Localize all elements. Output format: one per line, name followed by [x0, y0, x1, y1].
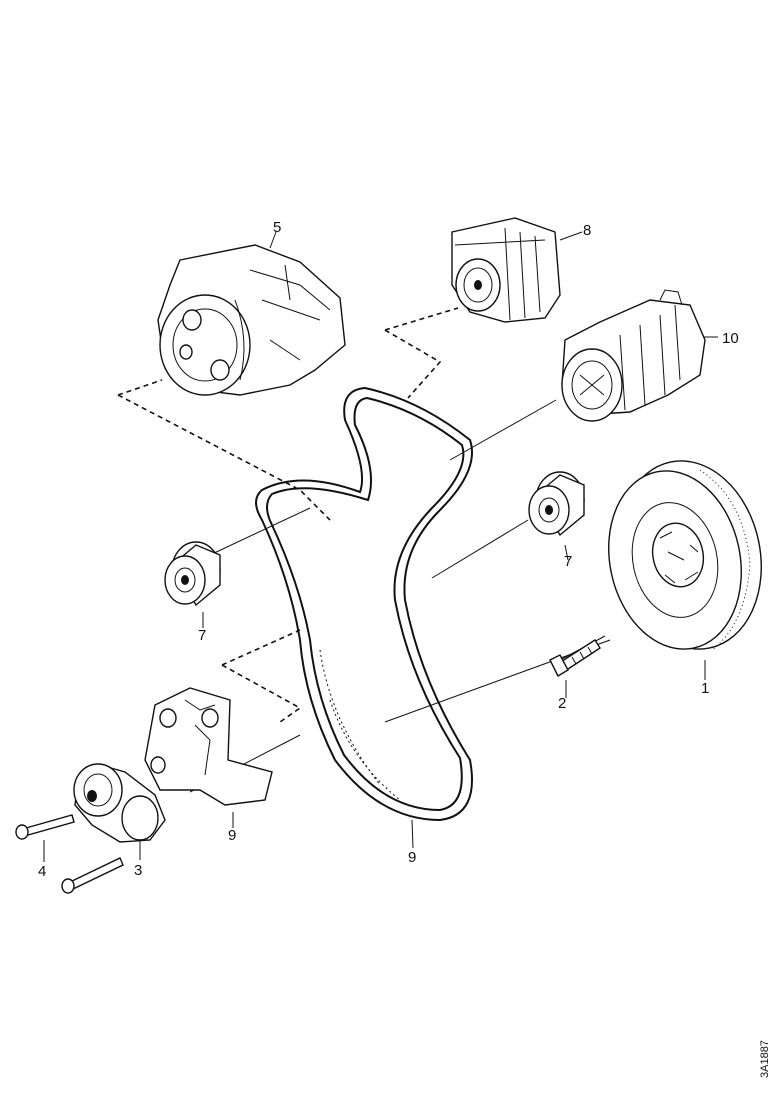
callout-7-left: 7: [198, 627, 206, 644]
reference-code: 3A1887: [759, 1040, 771, 1078]
callout-1: 1: [701, 680, 709, 697]
callout-labels: 1 2 3 4 5 7 7 8 9 9 10: [38, 219, 739, 880]
assembly-dashed-lines: [117, 307, 459, 723]
serpentine-belt: [255, 386, 473, 822]
part-7-idler-right: [528, 471, 585, 537]
callout-4: 4: [38, 863, 46, 880]
callout-8: 8: [583, 222, 591, 239]
part-10-compressor: [561, 289, 706, 422]
part-5-assembly: [157, 244, 346, 396]
part-9-bracket: [144, 687, 273, 806]
part-4-bolts: [15, 814, 124, 894]
part-8-alternator: [451, 217, 561, 323]
callout-9-bracket: 9: [228, 827, 236, 844]
callout-3: 3: [134, 862, 142, 879]
part-7-idler-left: [164, 541, 221, 607]
callout-2: 2: [558, 695, 566, 712]
callout-9-belt: 9: [408, 849, 416, 866]
callout-7-right: 7: [564, 553, 572, 570]
callout-10: 10: [722, 330, 739, 347]
part-1-crank-pulley: [608, 460, 762, 651]
part-2-bolt: [549, 639, 601, 677]
part-3-tensioner: [73, 763, 166, 843]
callout-5: 5: [273, 219, 281, 236]
